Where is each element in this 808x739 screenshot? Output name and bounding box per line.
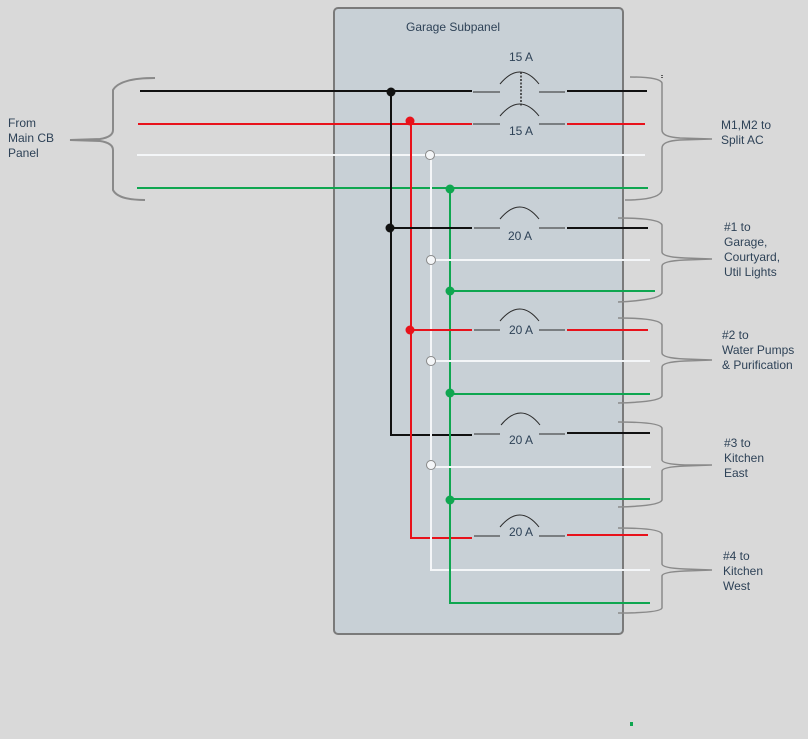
breaker-m2-symbol[interactable] bbox=[473, 103, 565, 125]
circuit-4-label: #4 to Kitchen West bbox=[723, 549, 764, 593]
breaker-m2-label: 15 A bbox=[508, 124, 534, 138]
circuit-2-label: #2 to Water Pumps & Purification bbox=[722, 328, 795, 372]
junction-black bbox=[386, 87, 396, 97]
bus-black bbox=[390, 91, 472, 436]
stray-mark bbox=[630, 722, 633, 726]
source-label: From Main CB Panel bbox=[8, 116, 55, 160]
breaker-c2-label: 20 A bbox=[508, 323, 534, 337]
breaker-c4-label: 20 A bbox=[508, 525, 534, 539]
source-brace bbox=[69, 77, 156, 201]
junction-red bbox=[405, 116, 415, 126]
breaker-m1-label: 15 A bbox=[508, 50, 534, 64]
brace-c3 bbox=[617, 421, 713, 508]
brace-main bbox=[624, 76, 713, 201]
bus-ground bbox=[449, 188, 650, 604]
junction-neutral bbox=[425, 150, 435, 160]
circuit-3-label: #3 to Kitchen East bbox=[724, 436, 765, 480]
circuit-main-label: M1,M2 to Split AC bbox=[721, 118, 772, 147]
brace-c2 bbox=[617, 317, 713, 404]
breaker-c1-label: 20 A bbox=[507, 229, 533, 243]
breaker-c3-label: 20 A bbox=[508, 433, 534, 447]
brace-c4 bbox=[617, 527, 713, 614]
breaker-c1-symbol[interactable] bbox=[474, 206, 565, 229]
breaker-c3-symbol[interactable] bbox=[474, 412, 565, 435]
junction-ground bbox=[445, 184, 455, 194]
panel-title: Garage Subpanel bbox=[406, 20, 501, 34]
bus-neutral bbox=[430, 155, 650, 571]
subpanel-box bbox=[333, 7, 624, 635]
breaker-m1-symbol[interactable] bbox=[473, 71, 565, 93]
circuit-1-label: #1 to Garage, Courtyard, Util Lights bbox=[724, 220, 781, 279]
brace-c1 bbox=[617, 217, 713, 303]
breaker-c2-symbol[interactable] bbox=[474, 308, 565, 331]
junctions bbox=[385, 87, 455, 505]
breaker-c4-symbol[interactable] bbox=[474, 514, 565, 537]
bus-red bbox=[410, 121, 472, 539]
